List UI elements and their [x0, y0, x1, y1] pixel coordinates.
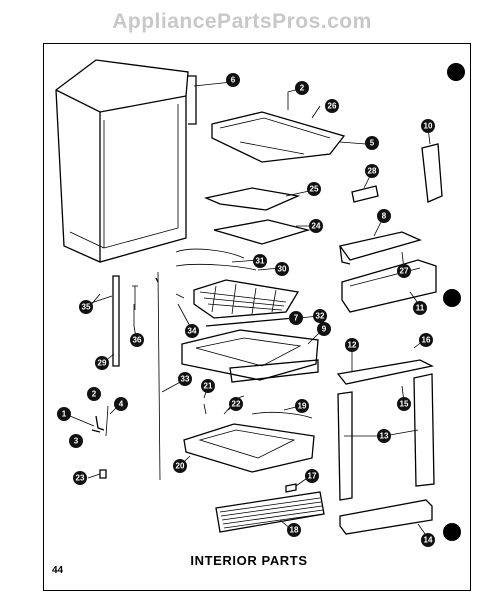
- callout-23-lower: 23: [73, 471, 87, 485]
- callout-7-label: 7: [294, 314, 299, 323]
- clip-part: [285, 483, 297, 493]
- small-hardware: [69, 293, 185, 479]
- callout-35: 35: [79, 300, 93, 314]
- callout-12-label: 12: [348, 341, 357, 350]
- registration-holes: [443, 63, 465, 541]
- callout-24: 24: [309, 219, 323, 233]
- page-number: 44: [52, 565, 64, 576]
- drip-tray: [183, 395, 315, 473]
- callout-29-label: 29: [98, 359, 107, 368]
- callout-27-label: 27: [400, 267, 409, 276]
- callout-23-lower-label: 23: [76, 474, 85, 483]
- callout-25: 25: [307, 182, 321, 196]
- callout-15: 15: [397, 397, 411, 411]
- registration-hole: [443, 289, 461, 307]
- callout-19-label: 19: [298, 402, 307, 411]
- callout-27: 27: [397, 264, 411, 278]
- callout-18-label: 18: [290, 526, 299, 535]
- callout-19: 19: [295, 399, 309, 413]
- support-rod: [205, 317, 295, 327]
- callout-22-label: 22: [232, 400, 241, 409]
- callout-35-label: 35: [82, 303, 91, 312]
- callout-21-label: 21: [204, 382, 213, 391]
- callout-3: 3: [69, 434, 83, 448]
- callout-17: 17: [305, 469, 319, 483]
- callout-30: 30: [275, 262, 289, 276]
- callout-33-label: 33: [181, 375, 190, 384]
- crisper-frame: [181, 329, 319, 383]
- callout-18: 18: [287, 523, 301, 537]
- callout-34-label: 34: [188, 327, 197, 336]
- callout-32-label: 32: [316, 312, 325, 321]
- callout-14: 14: [421, 533, 435, 547]
- callout-31: 31: [253, 254, 267, 268]
- callout-8-label: 8: [382, 212, 387, 221]
- callout-17-label: 17: [308, 472, 317, 481]
- callout-3-label: 3: [74, 437, 79, 446]
- callout-10-label: 10: [424, 122, 433, 131]
- callout-16: 16: [419, 333, 433, 347]
- callout-14-label: 14: [424, 536, 433, 545]
- callout-28-label: 28: [368, 167, 377, 176]
- callout-1: 1: [57, 407, 71, 421]
- callout-30-label: 30: [278, 265, 287, 274]
- callout-5: 5: [365, 136, 379, 150]
- callout-markers: 6 2 26 5 10 28 25 24 8 27 11 31 30 7 32 …: [57, 73, 435, 547]
- callout-33: 33: [178, 372, 192, 386]
- door-parts: [336, 143, 443, 535]
- callout-10: 10: [421, 119, 435, 133]
- top-cover-plate: [211, 111, 346, 163]
- callout-11: 11: [413, 301, 427, 315]
- diagram-frame: [43, 43, 471, 591]
- callout-13: 13: [377, 429, 391, 443]
- callout-26: 26: [325, 99, 339, 113]
- callout-20: 20: [173, 459, 187, 473]
- callout-13-label: 13: [380, 432, 389, 441]
- callout-20-label: 20: [176, 462, 185, 471]
- callout-4-label: 4: [119, 400, 124, 409]
- callout-36-label: 36: [133, 336, 142, 345]
- kick-grille: [215, 491, 325, 533]
- evaporator-assembly: [175, 248, 300, 319]
- callout-7: 7: [289, 311, 303, 325]
- callout-15-label: 15: [400, 400, 409, 409]
- callout-12: 12: [345, 338, 359, 352]
- callout-6-label: 6: [231, 76, 236, 85]
- watermark-text: AppliancePartsPros.com: [112, 10, 372, 33]
- callout-24-label: 24: [312, 222, 321, 231]
- callout-29: 29: [95, 356, 109, 370]
- callout-2-label: 2: [300, 84, 305, 93]
- callout-22: 22: [229, 397, 243, 411]
- callout-5-label: 5: [370, 139, 375, 148]
- callout-25-label: 25: [310, 185, 319, 194]
- callout-8: 8: [377, 209, 391, 223]
- cabinet-liner: [55, 59, 197, 263]
- callout-34: 34: [185, 324, 199, 338]
- callout-11-label: 11: [416, 304, 425, 313]
- callout-9: 9: [317, 322, 331, 336]
- callout-1-label: 1: [62, 410, 67, 419]
- callout-9-label: 9: [322, 325, 327, 334]
- glass-panels: [203, 187, 311, 245]
- callout-21: 21: [201, 379, 215, 393]
- callout-2-lower-label: 2: [92, 390, 97, 399]
- callout-16-label: 16: [422, 336, 431, 345]
- diagram-caption: INTERIOR PARTS: [190, 553, 308, 568]
- side-rails: [112, 271, 161, 481]
- registration-hole: [447, 63, 465, 81]
- registration-hole: [443, 523, 461, 541]
- callout-26-label: 26: [328, 102, 337, 111]
- callout-31-label: 31: [256, 257, 265, 266]
- callout-28: 28: [365, 164, 379, 178]
- callout-2: 2: [295, 81, 309, 95]
- callout-2-lower: 2: [87, 387, 101, 401]
- callout-32: 32: [313, 309, 327, 323]
- callout-36: 36: [130, 333, 144, 347]
- callout-6: 6: [226, 73, 240, 87]
- callout-4: 4: [114, 397, 128, 411]
